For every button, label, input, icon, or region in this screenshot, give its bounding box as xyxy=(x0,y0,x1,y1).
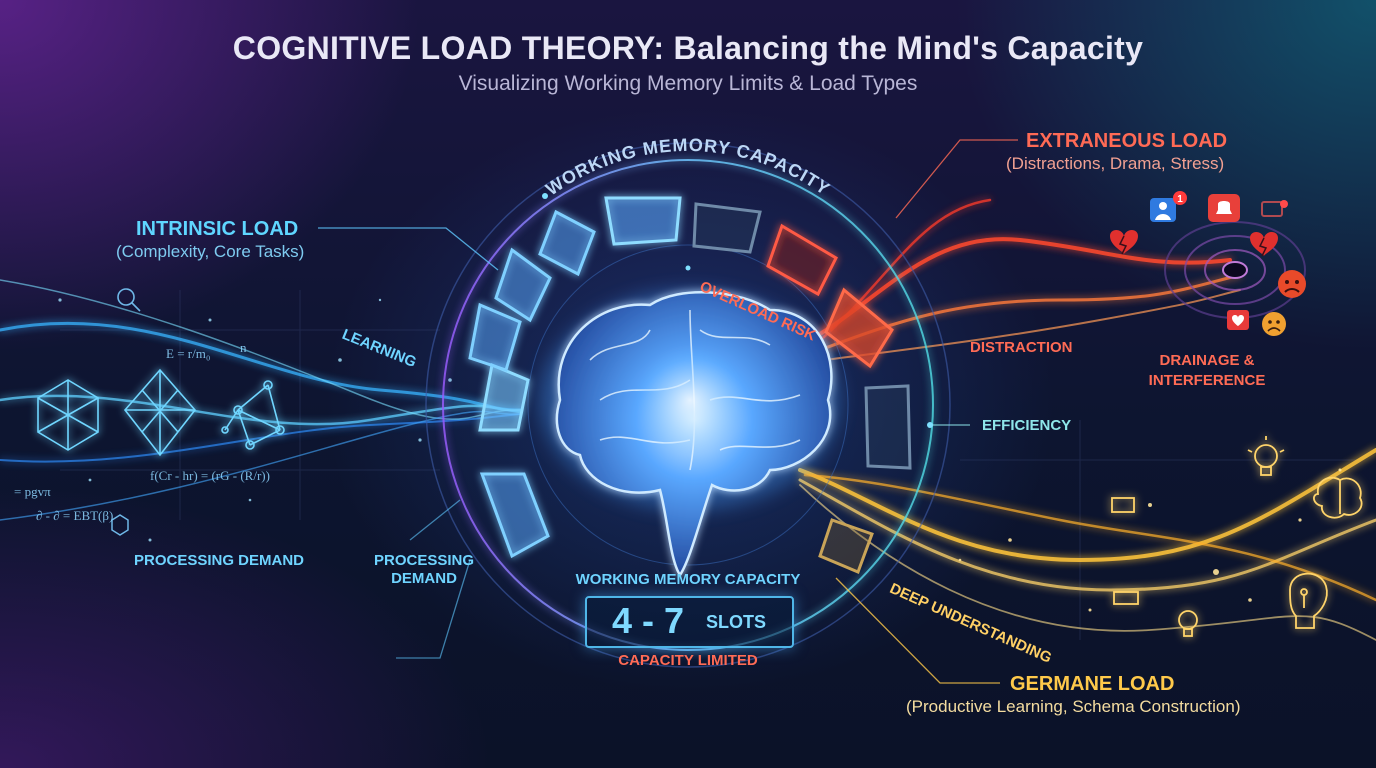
wireframe-polyhedron-icon xyxy=(123,368,197,457)
brain-icon xyxy=(1313,476,1363,519)
intrinsic-heading: INTRINSIC LOAD xyxy=(136,218,299,240)
document-icon xyxy=(1111,497,1139,605)
broken-heart-icon xyxy=(1250,232,1278,257)
label-efficiency: EFFICIENCY xyxy=(982,417,1072,434)
memory-slot-filled xyxy=(468,302,522,372)
lightbulb-icon xyxy=(1247,436,1285,476)
message-icon xyxy=(1261,200,1288,217)
intrinsic-particles xyxy=(58,298,452,542)
network-icon xyxy=(221,380,285,450)
memory-slot-filled xyxy=(478,362,530,432)
label-distraction: DISTRACTION xyxy=(970,339,1073,356)
memory-slot-empty xyxy=(692,202,762,254)
memory-slot-filled xyxy=(604,196,682,246)
label-processing-demand: PROCESSING DEMAND xyxy=(134,552,305,569)
memory-slot-overload xyxy=(824,287,894,369)
sad-face-icon xyxy=(1262,312,1286,336)
memory-slot-germane xyxy=(818,518,874,574)
germane-heading: GERMANE LOAD xyxy=(1010,673,1175,695)
label-processing-demand-ring: PROCESSING DEMAND xyxy=(373,552,475,587)
page-subtitle: Visualizing Working Memory Limits & Load… xyxy=(458,72,918,95)
formula-text: E = r/m₀ xyxy=(166,346,210,361)
capacity-slots-box xyxy=(585,596,794,648)
formula-text: ∂ - ∂ = EBT(β) xyxy=(36,508,113,523)
intrinsic-detail: (Complexity, Core Tasks) xyxy=(116,242,305,261)
extraneous-heading: EXTRANEOUS LOAD xyxy=(1026,130,1228,152)
memory-slots xyxy=(468,196,912,574)
angry-face-icon xyxy=(1278,270,1306,298)
lightbulb-icon xyxy=(1178,610,1198,637)
extraneous-detail: (Distractions, Drama, Stress) xyxy=(1006,154,1225,173)
memory-slot-filled xyxy=(538,209,596,277)
brain-main-icon xyxy=(540,290,840,578)
wireframe-cube-icon xyxy=(37,379,99,451)
germane-detail: (Productive Learning, Schema Constructio… xyxy=(906,697,1241,716)
memory-slot-empty xyxy=(864,384,912,470)
circuit-head-icon xyxy=(1289,572,1328,629)
capacity-note: CAPACITY LIMITED xyxy=(618,652,758,669)
distraction-vortex xyxy=(1164,221,1306,319)
ring-label: WORKING MEMORY CAPACITY xyxy=(542,135,834,199)
broken-heart-icon xyxy=(1110,230,1138,255)
profile-notification-icon xyxy=(1150,191,1187,222)
capacity-ring xyxy=(425,142,951,668)
formula-text: = pgvπ xyxy=(14,484,51,499)
germane-particles xyxy=(958,468,1342,612)
label-interference: INTERFERENCE xyxy=(1148,372,1266,389)
background-grid xyxy=(60,290,1360,640)
page-title: COGNITIVE LOAD THEORY: Balancing the Min… xyxy=(232,30,1144,66)
formula-text: n xyxy=(240,340,247,355)
capacity-slots-number: 4 - 7 xyxy=(612,600,685,641)
capacity-slots-word: SLOTS xyxy=(706,612,767,632)
memory-slot-filled xyxy=(479,472,550,559)
formula-text: f(Cr - hr) = (rG - (R/r)) xyxy=(150,468,270,483)
label-drainage: DRAINAGE & xyxy=(1159,352,1255,369)
memory-slot-overload xyxy=(766,223,838,297)
germane-stream xyxy=(798,448,1376,641)
leader-dots xyxy=(542,193,933,428)
leader-lines xyxy=(318,139,1018,684)
hexagon-icon xyxy=(111,514,129,536)
heart-icon xyxy=(1227,310,1249,330)
bell-icon xyxy=(1208,194,1240,222)
capacity-heading: WORKING MEMORY CAPACITY xyxy=(575,571,801,588)
notification-badge: 1 xyxy=(1177,194,1183,205)
memory-slot-filled xyxy=(494,247,552,323)
magnifier-icon xyxy=(117,288,141,312)
